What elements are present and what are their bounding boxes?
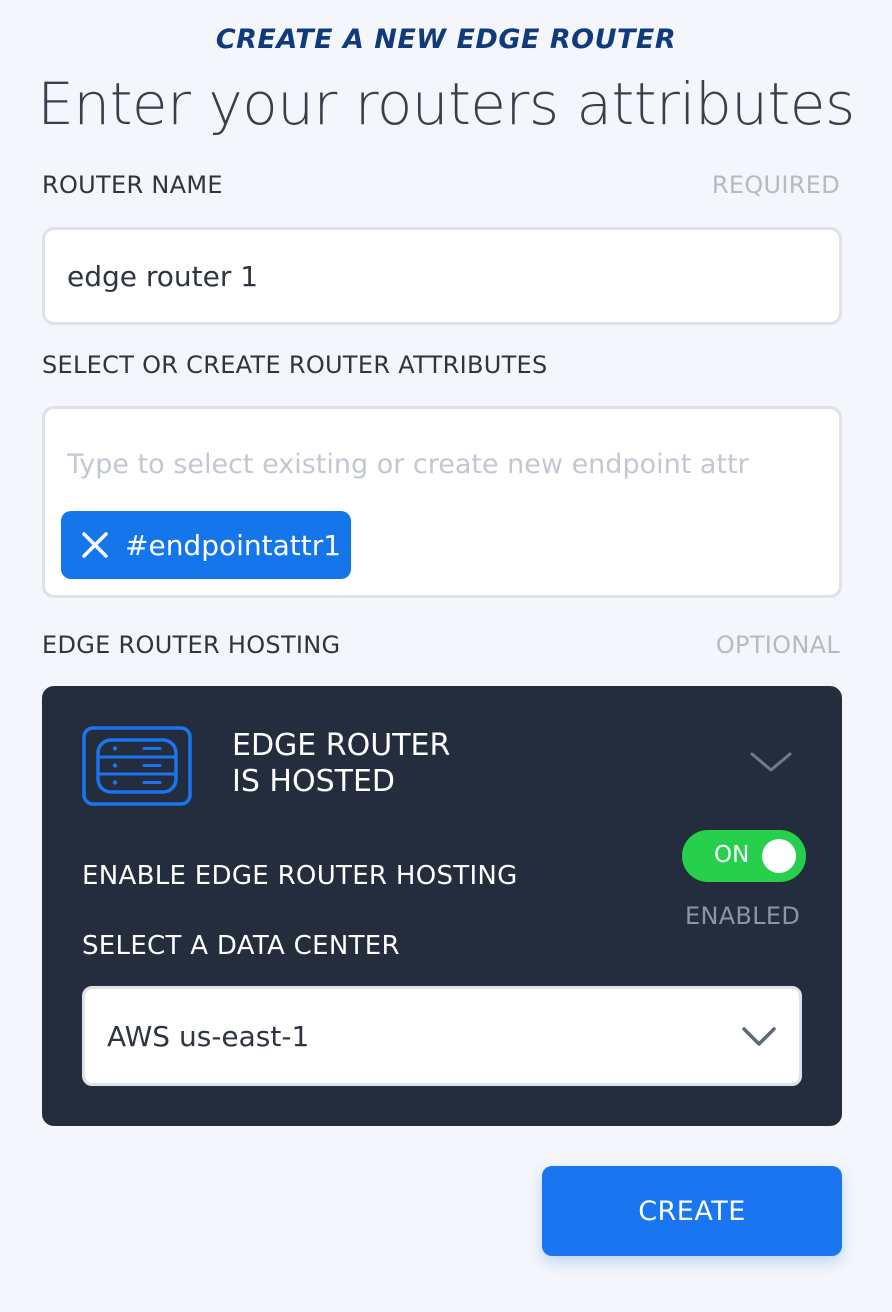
datacenter-label: SELECT A DATA CENTER: [82, 931, 400, 961]
close-icon[interactable]: [81, 531, 109, 559]
enable-hosting-label: ENABLE EDGE ROUTER HOSTING: [82, 861, 518, 891]
page-kicker: CREATE A NEW EDGE ROUTER: [215, 24, 677, 55]
page-title: Enter your routers attributes: [37, 70, 855, 138]
server-stack-icon: [82, 726, 192, 806]
hosting-panel: EDGE ROUTER IS HOSTED ON ENABLE EDGE ROU…: [42, 686, 842, 1126]
chevron-down-icon[interactable]: [748, 748, 794, 776]
router-name-input[interactable]: edge router 1: [42, 227, 842, 325]
toggle-on-label: ON: [714, 842, 750, 868]
attributes-label: SELECT OR CREATE ROUTER ATTRIBUTES: [42, 351, 548, 379]
router-name-value: edge router 1: [67, 259, 259, 293]
toggle-state-text: ENABLED: [685, 902, 801, 930]
hosting-toggle[interactable]: ON: [682, 830, 806, 882]
router-name-required-hint: REQUIRED: [711, 171, 840, 199]
router-name-label: ROUTER NAME: [42, 171, 223, 199]
hosting-status-line1: EDGE ROUTER: [232, 728, 451, 763]
toggle-knob: [762, 839, 796, 873]
attribute-tag[interactable]: #endpointattr1: [61, 511, 351, 579]
hosting-optional-hint: OPTIONAL: [715, 631, 840, 659]
attribute-tag-label: #endpointattr1: [125, 528, 342, 562]
create-button[interactable]: CREATE: [542, 1166, 842, 1256]
chevron-down-icon: [742, 1027, 776, 1046]
datacenter-value: AWS us-east-1: [107, 1019, 310, 1053]
hosting-status-line2: IS HOSTED: [232, 764, 396, 799]
hosting-label: EDGE ROUTER HOSTING: [42, 631, 341, 659]
datacenter-select[interactable]: AWS us-east-1: [82, 986, 802, 1086]
attributes-placeholder[interactable]: Type to select existing or create new en…: [67, 449, 749, 480]
attributes-input[interactable]: Type to select existing or create new en…: [42, 406, 842, 598]
hosting-status: EDGE ROUTER IS HOSTED: [232, 728, 450, 800]
